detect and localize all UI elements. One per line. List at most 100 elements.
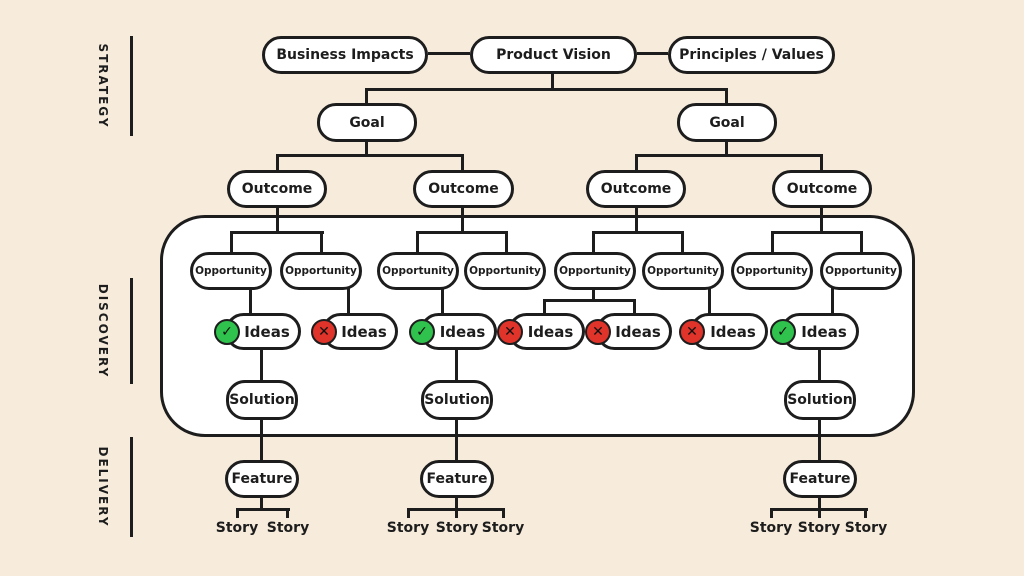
connector-line — [417, 231, 508, 234]
connector-line — [635, 206, 638, 233]
connector-line — [416, 231, 419, 253]
connector-line — [428, 52, 470, 55]
connector-line — [633, 299, 636, 314]
ideas-label: Ideas — [244, 322, 290, 341]
feature-node: Feature — [783, 460, 857, 498]
connector-line — [635, 154, 638, 171]
opportunity-node: Opportunity — [731, 252, 813, 290]
ideas-label: Ideas — [710, 322, 756, 341]
ideas-node: ✓ Ideas — [409, 313, 497, 350]
connector-line — [276, 154, 279, 171]
ideas-node: ✕ Ideas — [679, 313, 768, 350]
connector-line — [818, 496, 821, 518]
product-vision-node: Product Vision — [470, 36, 637, 74]
opportunity-node: Opportunity — [190, 252, 272, 290]
goal-node: Goal — [317, 103, 417, 142]
connector-line — [347, 288, 350, 314]
connector-line — [771, 508, 868, 511]
section-label-delivery: DELIVERY — [96, 446, 110, 528]
story-label: Story — [215, 520, 259, 536]
connector-line — [708, 288, 711, 314]
connector-line — [593, 231, 684, 234]
connector-line — [365, 140, 368, 156]
connector-line — [236, 508, 239, 518]
connector-line — [864, 508, 867, 518]
outcome-node: Outcome — [227, 170, 327, 208]
cross-icon: ✕ — [497, 318, 523, 345]
connector-line — [771, 231, 774, 253]
connector-line — [366, 88, 728, 91]
ideas-label: Ideas — [527, 322, 574, 341]
connector-line — [365, 88, 368, 104]
solution-node: Solution — [226, 380, 298, 420]
connector-line — [637, 52, 668, 55]
connector-line — [408, 508, 505, 511]
connector-line — [770, 508, 773, 518]
solution-node: Solution — [421, 380, 493, 420]
connector-line — [231, 231, 324, 234]
story-label: Story — [797, 520, 841, 536]
connector-line — [260, 496, 263, 510]
connector-line — [407, 508, 410, 518]
connector-line — [455, 348, 458, 381]
connector-line — [260, 348, 263, 381]
connector-line — [441, 288, 444, 314]
connector-line — [237, 508, 290, 511]
connector-line — [455, 496, 458, 518]
connector-line — [725, 140, 728, 156]
outcome-node: Outcome — [772, 170, 872, 208]
section-label-discovery: DISCOVERY — [96, 283, 110, 379]
ideas-node: ✓ Ideas — [770, 313, 859, 350]
opportunity-node: Opportunity — [280, 252, 362, 290]
ideas-node: ✕ Ideas — [497, 313, 585, 350]
ideas-label: Ideas — [341, 322, 387, 341]
feature-node: Feature — [225, 460, 299, 498]
connector-line — [818, 348, 821, 381]
connector-line — [461, 206, 464, 233]
story-label: Story — [844, 520, 888, 536]
connector-line — [860, 231, 863, 253]
solution-node: Solution — [784, 380, 856, 420]
connector-line — [286, 508, 289, 518]
story-label: Story — [481, 520, 525, 536]
connector-line — [461, 154, 464, 171]
check-icon: ✓ — [409, 318, 435, 345]
business-impacts-node: Business Impacts — [262, 36, 428, 74]
connector-line — [277, 154, 464, 157]
connector-line — [818, 418, 821, 461]
check-icon: ✓ — [770, 318, 796, 345]
section-line-delivery — [130, 437, 133, 537]
ideas-label: Ideas — [615, 322, 661, 341]
story-label: Story — [749, 520, 793, 536]
opportunity-node: Opportunity — [377, 252, 459, 290]
connector-line — [249, 288, 252, 314]
connector-line — [320, 231, 323, 253]
ideas-label: Ideas — [439, 322, 486, 341]
connector-line — [772, 231, 863, 234]
connector-line — [455, 418, 458, 461]
opportunity-node: Opportunity — [464, 252, 546, 290]
connector-line — [592, 288, 595, 301]
cross-icon: ✕ — [311, 318, 337, 345]
connector-line — [551, 71, 554, 90]
check-icon: ✓ — [214, 318, 240, 345]
ideas-node: ✓ Ideas — [214, 313, 301, 350]
connector-line — [592, 231, 595, 253]
connector-line — [276, 206, 279, 233]
ideas-label: Ideas — [801, 322, 847, 341]
outcome-node: Outcome — [413, 170, 514, 208]
section-line-strategy — [130, 36, 133, 136]
ideas-node: ✕ Ideas — [311, 313, 398, 350]
opportunity-node: Opportunity — [642, 252, 724, 290]
connector-line — [636, 154, 823, 157]
connector-line — [681, 231, 684, 253]
story-label: Story — [435, 520, 479, 536]
cross-icon: ✕ — [585, 318, 611, 345]
connector-line — [543, 299, 546, 314]
feature-node: Feature — [420, 460, 494, 498]
opportunity-node: Opportunity — [820, 252, 902, 290]
opportunity-node: Opportunity — [554, 252, 636, 290]
connector-line — [502, 508, 505, 518]
ideas-node: ✕ Ideas — [585, 313, 672, 350]
